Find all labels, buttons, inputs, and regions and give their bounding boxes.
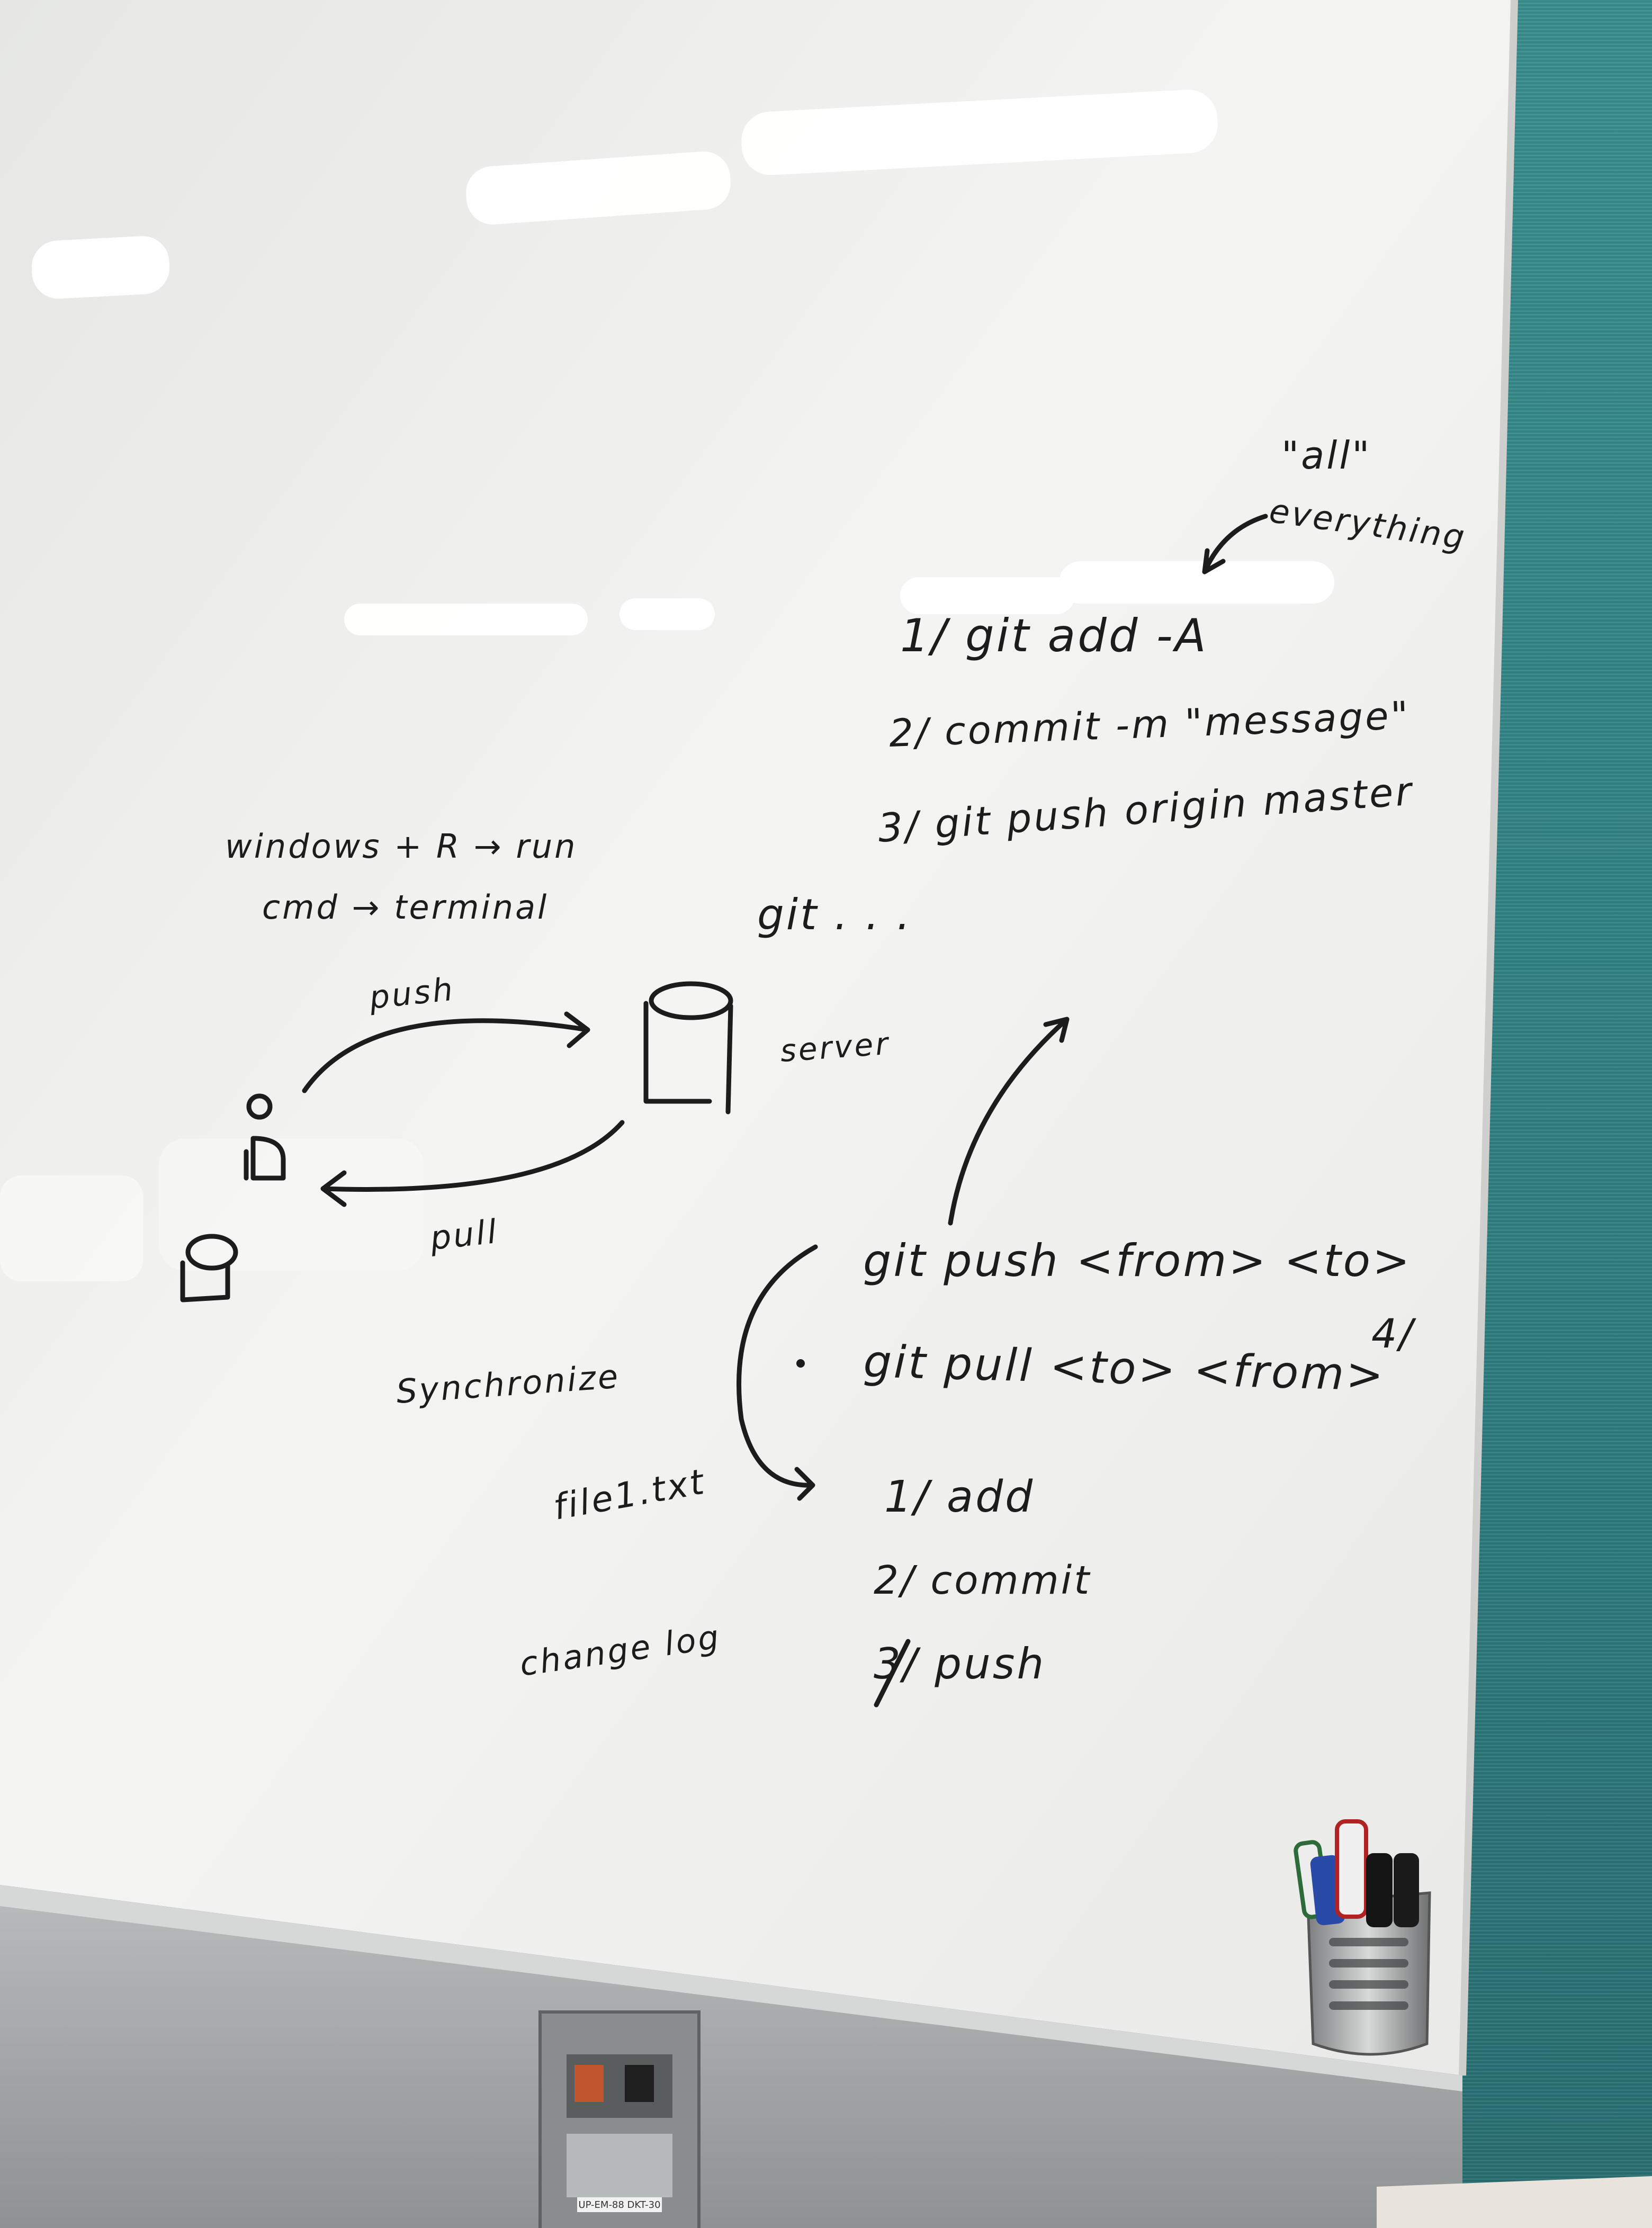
bullet-dot <box>796 1359 805 1368</box>
everything-arrow <box>1202 514 1268 574</box>
cmd-terminal-text: cmd → terminal <box>262 888 549 927</box>
pull-label: pull <box>428 1212 500 1257</box>
board-tray <box>0 1885 1462 2228</box>
sync-diagram: push pull server <box>180 971 891 1302</box>
marker-black[interactable] <box>1366 1853 1393 1927</box>
light-reflections <box>0 89 1334 1281</box>
desk-top <box>1377 2176 1652 2228</box>
bracket-arrow <box>737 1244 818 1501</box>
windows-run-text: windows + R → run <box>225 827 577 866</box>
whiteboard-surface <box>0 0 1514 2076</box>
user-figure-icon <box>244 1093 286 1181</box>
marker-red[interactable] <box>1335 1819 1368 1919</box>
step-commit: 2/ commit <box>874 1558 1091 1603</box>
server-label: server <box>779 1026 891 1069</box>
strike-through-3 <box>874 1639 911 1708</box>
up-arrow <box>948 1017 1070 1226</box>
push-label: push <box>367 971 456 1017</box>
tray-ledge <box>0 1885 1462 2091</box>
whiteboard-edge <box>1459 0 1518 2076</box>
step-push: 3/ push <box>874 1639 1046 1688</box>
marker-black-2[interactable] <box>1394 1853 1419 1927</box>
git-dots-text: git . . . <box>757 890 912 939</box>
quote-all-text: "all" <box>1281 433 1371 478</box>
power-outlet: UP-EM-88 DKT-30 <box>538 2010 701 2228</box>
step-add: 1/ add <box>884 1472 1035 1522</box>
push-arrow <box>302 1011 590 1093</box>
server-cylinder-icon <box>643 981 733 1115</box>
marker-holder <box>1294 1819 1431 2056</box>
git-push-command: git push <from> <to> <box>863 1235 1412 1287</box>
step-4-marker: 4/ <box>1371 1310 1416 1357</box>
step-add-all: 1/ git add -A <box>900 609 1208 662</box>
bottom-steps: 1/ add 2/ commit 3/ push <box>874 1472 1091 1708</box>
local-repo-icon <box>180 1234 238 1302</box>
outlet-label: UP-EM-88 DKT-30 <box>578 2199 660 2211</box>
pull-arrow <box>320 1120 625 1207</box>
left-notes: windows + R → run cmd → terminal <box>225 827 577 927</box>
